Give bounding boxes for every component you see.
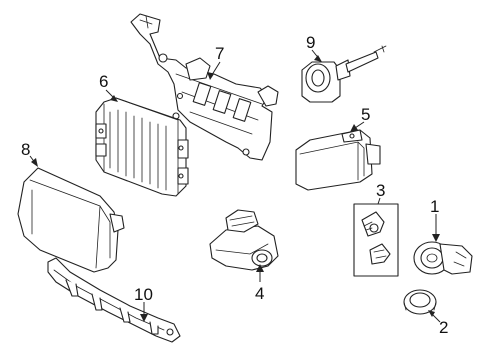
temperature-sensor-part-9 bbox=[301, 45, 387, 103]
module-part-5 bbox=[295, 129, 381, 191]
callout-5: 5 bbox=[361, 105, 370, 124]
callout-7: 7 bbox=[215, 44, 224, 63]
callout-6: 6 bbox=[99, 72, 108, 91]
callout-1: 1 bbox=[430, 197, 439, 216]
callout-8: 8 bbox=[21, 140, 30, 159]
leader-lines bbox=[29, 49, 441, 323]
radar-sensor-part-8 bbox=[17, 167, 125, 273]
callout-9: 9 bbox=[306, 33, 315, 52]
control-module-part-6 bbox=[95, 97, 189, 197]
callout-4: 4 bbox=[255, 284, 264, 303]
parking-sensor-part-1 bbox=[413, 241, 473, 275]
bracket-part-7 bbox=[130, 13, 279, 161]
callout-3: 3 bbox=[376, 181, 385, 200]
camera-unit-part-4 bbox=[209, 209, 279, 271]
harness-bracket-part-10 bbox=[47, 257, 181, 343]
callout-2: 2 bbox=[439, 318, 448, 337]
callout-10: 10 bbox=[134, 285, 153, 304]
sensor-ring-part-2 bbox=[403, 289, 437, 315]
connector-assembly-part-3 bbox=[353, 203, 399, 277]
